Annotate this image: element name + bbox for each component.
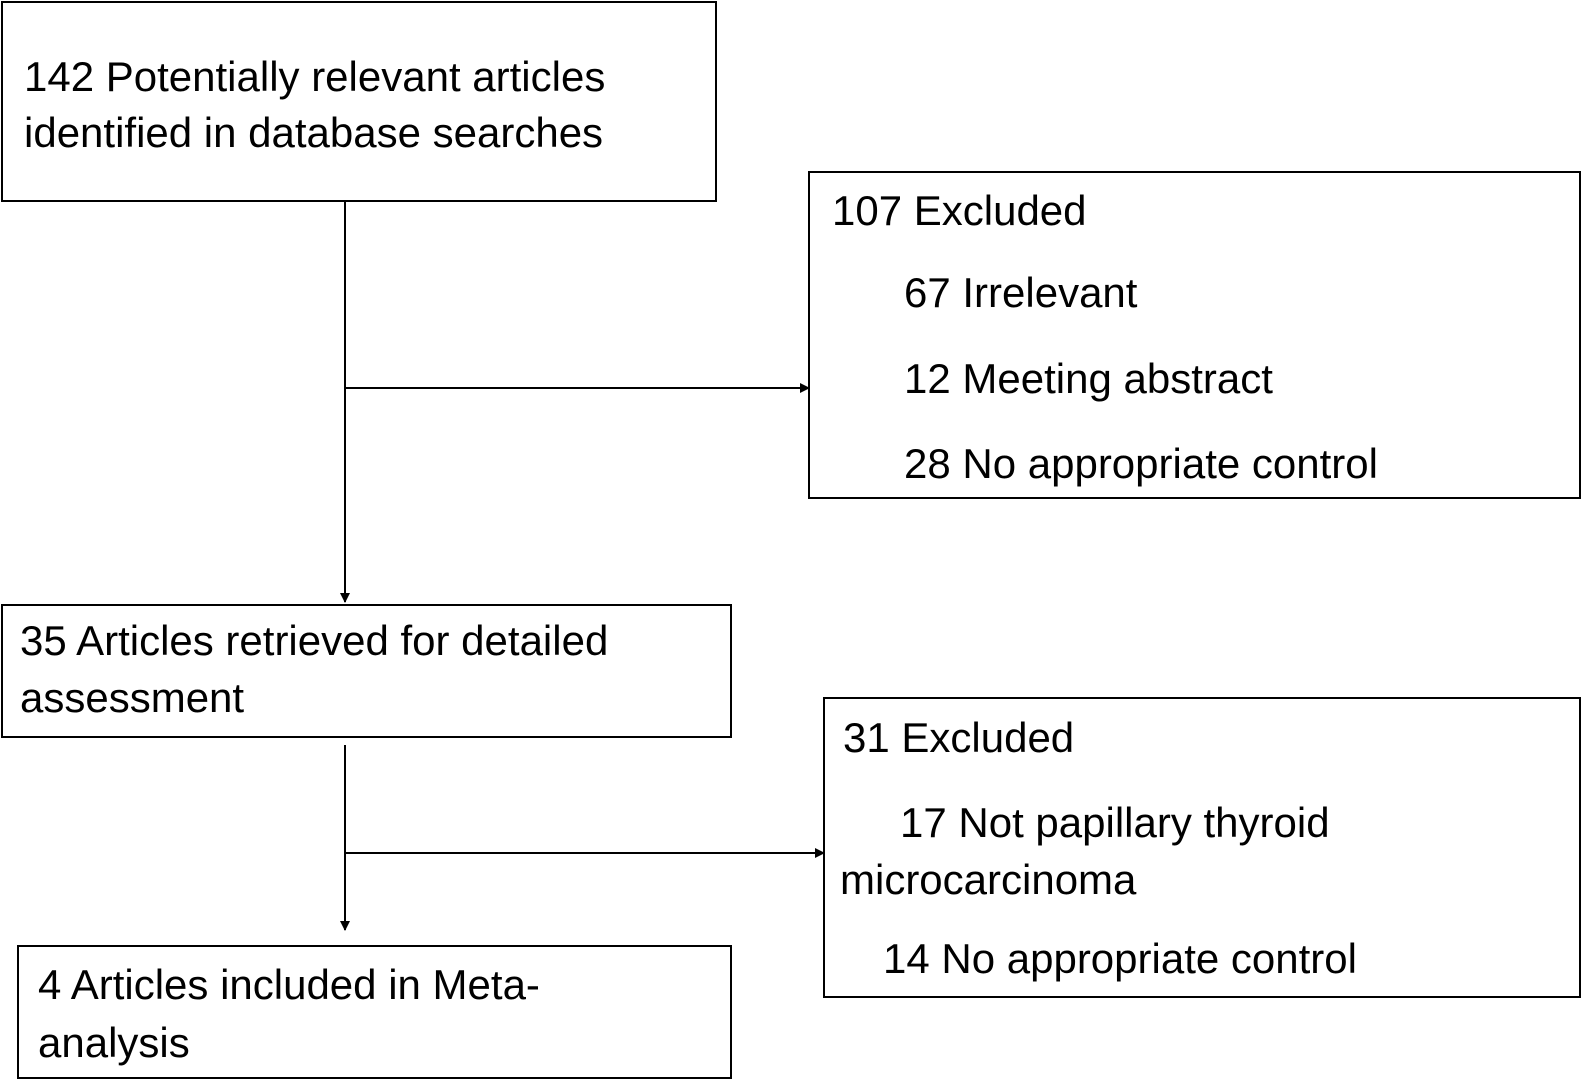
included-box [17, 945, 732, 1079]
excluded-second-title: 31 Excluded [843, 714, 1075, 761]
identified-box [1, 1, 717, 202]
excluded-first-title: 107 Excluded [832, 187, 1087, 234]
excluded-second-box [823, 697, 1581, 998]
excluded-second-item-2: 14 No appropriate control [883, 935, 1357, 982]
excluded-first-item-3: 28 No appropriate control [904, 440, 1378, 487]
retrieved-line-2: assessment [20, 674, 245, 721]
excluded-second-item-1-line-2: microcarcinoma [840, 856, 1137, 903]
included-line-1: 4 Articles included in Meta- [38, 961, 540, 1008]
excluded-second-item-1-line-1: 17 Not papillary thyroid [900, 799, 1330, 846]
excluded-first-item-1: 67 Irrelevant [904, 269, 1138, 316]
identified-line-2: identified in database searches [24, 109, 604, 156]
retrieved-box [1, 604, 732, 738]
excluded-first-box [808, 171, 1581, 499]
retrieved-line-1: 35 Articles retrieved for detailed [20, 617, 609, 664]
excluded-first-item-2: 12 Meeting abstract [904, 355, 1273, 402]
included-line-2: analysis [38, 1019, 190, 1066]
identified-line-1: 142 Potentially relevant articles [24, 53, 606, 100]
